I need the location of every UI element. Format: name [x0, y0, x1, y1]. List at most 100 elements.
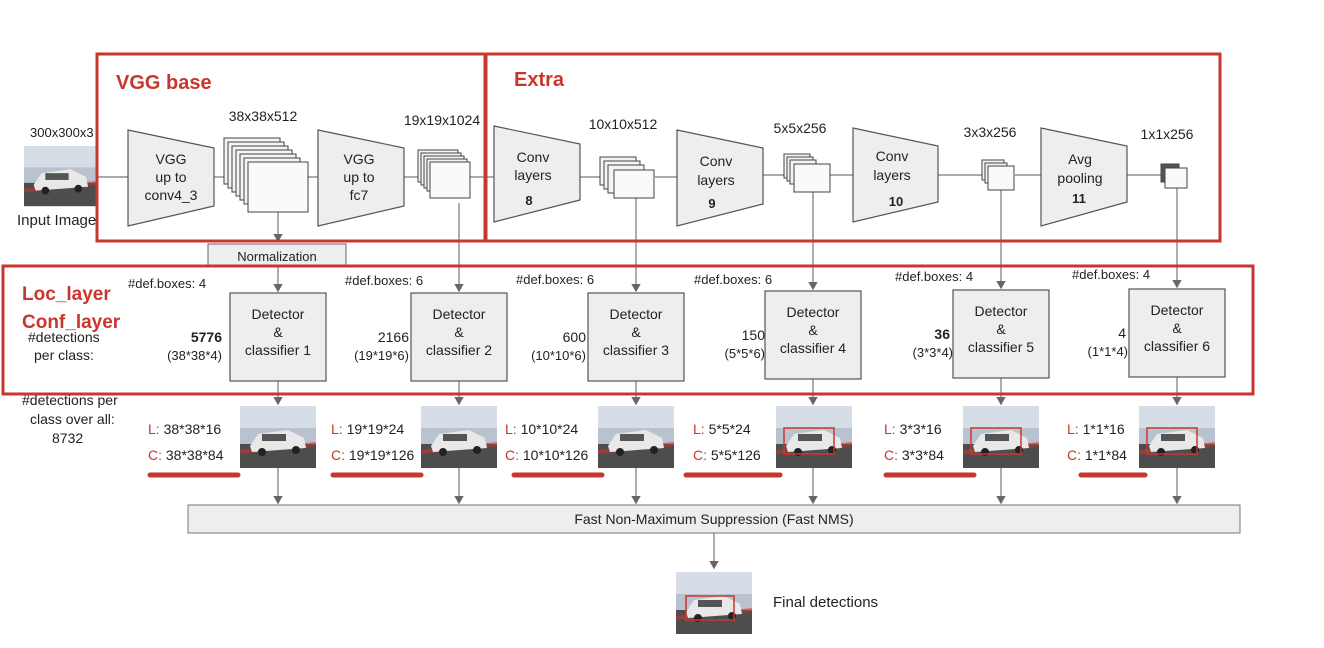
detector-line1-2: Detector: [433, 306, 486, 322]
prediction-thumbnail-6: [1139, 406, 1215, 468]
vgg1-line1: VGG: [155, 151, 186, 167]
overall-label-3: 8732: [52, 430, 83, 446]
conf-output-2: C: 19*19*126: [331, 447, 415, 463]
loc-output-1: L: 38*38*16: [148, 421, 221, 437]
overall-label-2: class over all:: [30, 411, 115, 427]
conf-value-4: 5*5*126: [711, 447, 761, 463]
loc-prefix-3: L:: [505, 421, 521, 437]
conv10-line1: Conv: [876, 148, 909, 164]
detector-line3-3: classifier 3: [603, 342, 669, 358]
loc-layer-title: Loc_layer: [22, 284, 111, 305]
loc-conf-region: [1, 264, 1255, 396]
input-image: [24, 146, 98, 207]
defboxes-label-1: #def.boxes: 4: [128, 276, 206, 291]
vgg2-line2: up to: [343, 169, 374, 185]
conv10-line2: layers: [873, 167, 910, 183]
conv9-line2: layers: [697, 172, 734, 188]
loc-prefix-1: L:: [148, 421, 164, 437]
conf-value-6: 1*1*84: [1085, 447, 1127, 463]
loc-output-3: L: 10*10*24: [505, 421, 578, 437]
defboxes-label-4: #def.boxes: 6: [694, 272, 772, 287]
detector-line3-2: classifier 2: [426, 342, 492, 358]
fm5-label: 3x3x256: [964, 124, 1017, 140]
loc-value-5: 3*3*16: [900, 421, 942, 437]
loc-value-1: 38*38*16: [164, 421, 222, 437]
detector-line1-4: Detector: [787, 304, 840, 320]
conv8-line1: Conv: [517, 149, 550, 165]
detector-line2-1: &: [273, 324, 283, 340]
conf-output-4: C: 5*5*126: [693, 447, 761, 463]
conv9-line1: Conv: [700, 153, 733, 169]
detector-box-4: [764, 290, 862, 380]
fm1-label: 38x38x512: [229, 108, 298, 124]
loc-output-6: L: 1*1*16: [1067, 421, 1125, 437]
vgg1-line3: conv4_3: [145, 187, 198, 203]
detection-count-6: 4: [1118, 325, 1126, 341]
loc-prefix-4: L:: [693, 421, 709, 437]
conf-prefix-3: C:: [505, 447, 523, 463]
detector-line3-1: classifier 1: [245, 342, 311, 358]
detection-count-3: 600: [563, 329, 587, 345]
vgg1-line2: up to: [155, 169, 186, 185]
conv9-line3: 9: [708, 196, 715, 211]
conf-output-1: C: 38*38*84: [148, 447, 224, 463]
detection-formula-1: (38*38*4): [167, 348, 222, 363]
detector-box-2: [410, 292, 508, 382]
detection-formula-3: (10*10*6): [531, 348, 586, 363]
overall-label-1: #detections per: [22, 392, 118, 408]
vgg2-line3: fc7: [350, 187, 369, 203]
conf-prefix-6: C:: [1067, 447, 1085, 463]
detection-count-4: 150: [742, 327, 766, 343]
detector-line1-3: Detector: [610, 306, 663, 322]
conv10-line3: 10: [889, 194, 903, 209]
defboxes-label-2: #def.boxes: 6: [345, 273, 423, 288]
final-detections-image: [676, 572, 752, 634]
prediction-thumbnail-5: [963, 406, 1039, 468]
avgpool-line3: 11: [1072, 191, 1086, 206]
detector-box-5: [952, 289, 1050, 379]
conv-layers-10-block: [852, 127, 939, 223]
detector-box-6: [1128, 288, 1226, 378]
conf-prefix-5: C:: [884, 447, 902, 463]
detection-count-1: 5776: [191, 329, 222, 345]
per-class-label-1: #detections: [28, 329, 100, 345]
detector-line2-3: &: [631, 324, 641, 340]
avg-pooling-11-block: [1040, 127, 1128, 227]
feature-map-3: [981, 159, 1015, 191]
conv-layers-9-block: [676, 129, 764, 227]
detector-line2-2: &: [454, 324, 464, 340]
feature-map-38: [223, 137, 309, 213]
detection-count-2: 2166: [378, 329, 409, 345]
detection-count-5: 36: [934, 326, 950, 342]
loc-prefix-2: L:: [331, 421, 347, 437]
input-size-label: 300x300x3: [30, 125, 94, 140]
conf-prefix-1: C:: [148, 447, 166, 463]
detector-line2-4: &: [808, 322, 818, 338]
conf-value-1: 38*38*84: [166, 447, 224, 463]
loc-prefix-5: L:: [884, 421, 900, 437]
prediction-thumbnail-2: [421, 406, 497, 468]
conf-layer-title: Conf_layer: [22, 312, 121, 333]
vgg-fc7-block: [317, 129, 405, 227]
vgg2-line1: VGG: [343, 151, 374, 167]
detector-box-1: [229, 292, 327, 382]
loc-output-4: L: 5*5*24: [693, 421, 751, 437]
detection-box-6: [1146, 427, 1198, 455]
detector-line3-6: classifier 6: [1144, 338, 1210, 354]
thumbnail-image-6: [1139, 406, 1215, 468]
detection-formula-4: (5*5*6): [725, 346, 765, 361]
vgg-conv4-3-block: [127, 129, 215, 227]
conf-output-5: C: 3*3*84: [884, 447, 944, 463]
conf-prefix-4: C:: [693, 447, 711, 463]
detector-line2-5: &: [996, 321, 1006, 337]
thumbnail-image-3: [598, 406, 674, 468]
feature-map-19: [417, 149, 471, 199]
detector-line1-1: Detector: [252, 306, 305, 322]
thumbnail-image-4: [776, 406, 852, 468]
detector-columns: #def.boxes: 4 Detector & classifier 1 5776 (3…: [128, 267, 1226, 478]
feature-map-1: [1160, 163, 1188, 189]
defboxes-label-3: #def.boxes: 6: [516, 272, 594, 287]
loc-value-2: 19*19*24: [347, 421, 405, 437]
vgg-base-title: VGG base: [116, 72, 212, 94]
